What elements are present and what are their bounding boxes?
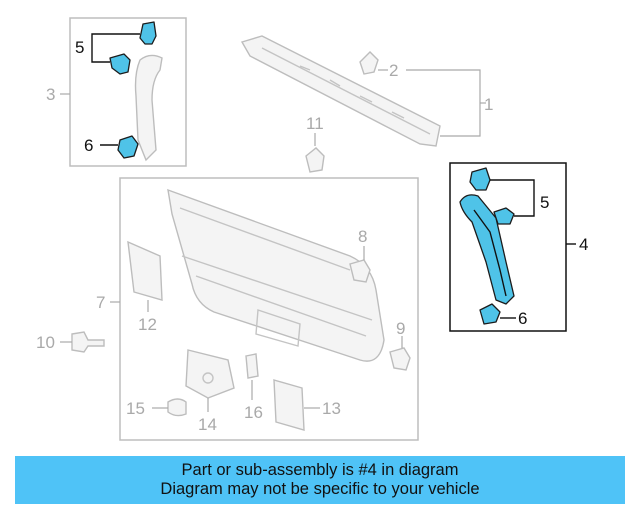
liftgate-trim-box xyxy=(119,177,419,441)
bolt-part-6 xyxy=(117,135,139,159)
cover-part-12 xyxy=(127,240,163,301)
leader-5-right xyxy=(490,179,535,202)
callout-5-top: 5 xyxy=(75,38,84,57)
callout-15: 15 xyxy=(126,399,145,418)
callout-1: 1 xyxy=(484,95,493,114)
clip-part-11 xyxy=(305,147,325,173)
callout-6-right: 6 xyxy=(518,309,527,328)
assembly-4-box xyxy=(449,162,567,332)
callout-13: 13 xyxy=(322,399,341,418)
callout-6-top: 6 xyxy=(84,136,93,155)
callout-11: 11 xyxy=(306,114,324,133)
upper-rail-detail xyxy=(261,47,431,135)
bolt-part-10 xyxy=(71,331,105,353)
banner-line-2: Diagram may not be specific to your vehi… xyxy=(160,480,480,498)
clip-part-5-right-lower xyxy=(493,207,515,225)
assembly-3-box xyxy=(69,17,187,167)
callout-8: 8 xyxy=(358,227,367,246)
callout-5-right: 5 xyxy=(540,193,549,212)
pillar-trim-part-4 xyxy=(459,194,515,305)
clip-part-9 xyxy=(389,347,411,371)
clip-part-5-upper xyxy=(139,21,157,45)
callout-2: 2 xyxy=(389,61,398,80)
parts-diagram: 1 2 3 4 5 5 6 6 7 8 9 10 11 12 13 14 15 … xyxy=(36,17,588,441)
callout-12: 12 xyxy=(138,315,157,334)
callout-10: 10 xyxy=(36,333,55,352)
clip-part-15 xyxy=(167,398,187,417)
banner-line-1: Part or sub-assembly is #4 in diagram xyxy=(181,461,459,479)
callout-9: 9 xyxy=(396,319,405,338)
pillar-trim-part xyxy=(134,54,163,162)
cover-part-13 xyxy=(273,379,305,431)
clip-part-5-right-upper xyxy=(469,167,491,191)
clip-part-5-lower xyxy=(109,53,131,75)
leader-5-top xyxy=(91,33,140,47)
callout-7: 7 xyxy=(96,293,105,312)
callout-14: 14 xyxy=(198,415,217,434)
leader-5-right-b xyxy=(514,202,535,217)
leader-5-top-b xyxy=(91,47,110,63)
clip-part-8 xyxy=(349,259,371,283)
pillar-trim-part-4-edge xyxy=(473,209,507,297)
info-banner: Part or sub-assembly is #4 in diagram Di… xyxy=(15,456,625,504)
callout-16: 16 xyxy=(244,403,263,422)
bolt-part-6-right xyxy=(479,303,501,325)
clip-part-2 xyxy=(359,51,379,75)
clip-part-16 xyxy=(245,353,259,379)
callout-4: 4 xyxy=(579,235,588,254)
cover-part-14-hole xyxy=(202,372,214,384)
callout-3: 3 xyxy=(46,85,55,104)
liftgate-trim-detail xyxy=(179,207,373,347)
